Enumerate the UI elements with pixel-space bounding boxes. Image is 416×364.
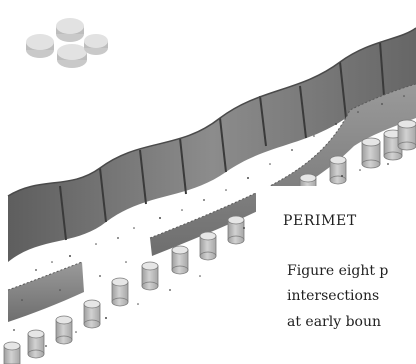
caption-line: at early boun <box>287 314 382 330</box>
caption-panel: PERIMET Figure eight p intersections at … <box>256 186 416 364</box>
caption-title: PERIMET <box>283 213 357 229</box>
gravel-speckles <box>13 95 405 347</box>
inner-hedge-row <box>149 83 416 256</box>
cylinder-posts <box>3 119 416 364</box>
lower-hedge-row <box>7 261 84 322</box>
outer-wall <box>7 27 416 262</box>
stone-cluster <box>26 18 108 68</box>
caption-line: Figure eight p <box>287 263 389 279</box>
caption-line: intersections <box>287 288 380 304</box>
